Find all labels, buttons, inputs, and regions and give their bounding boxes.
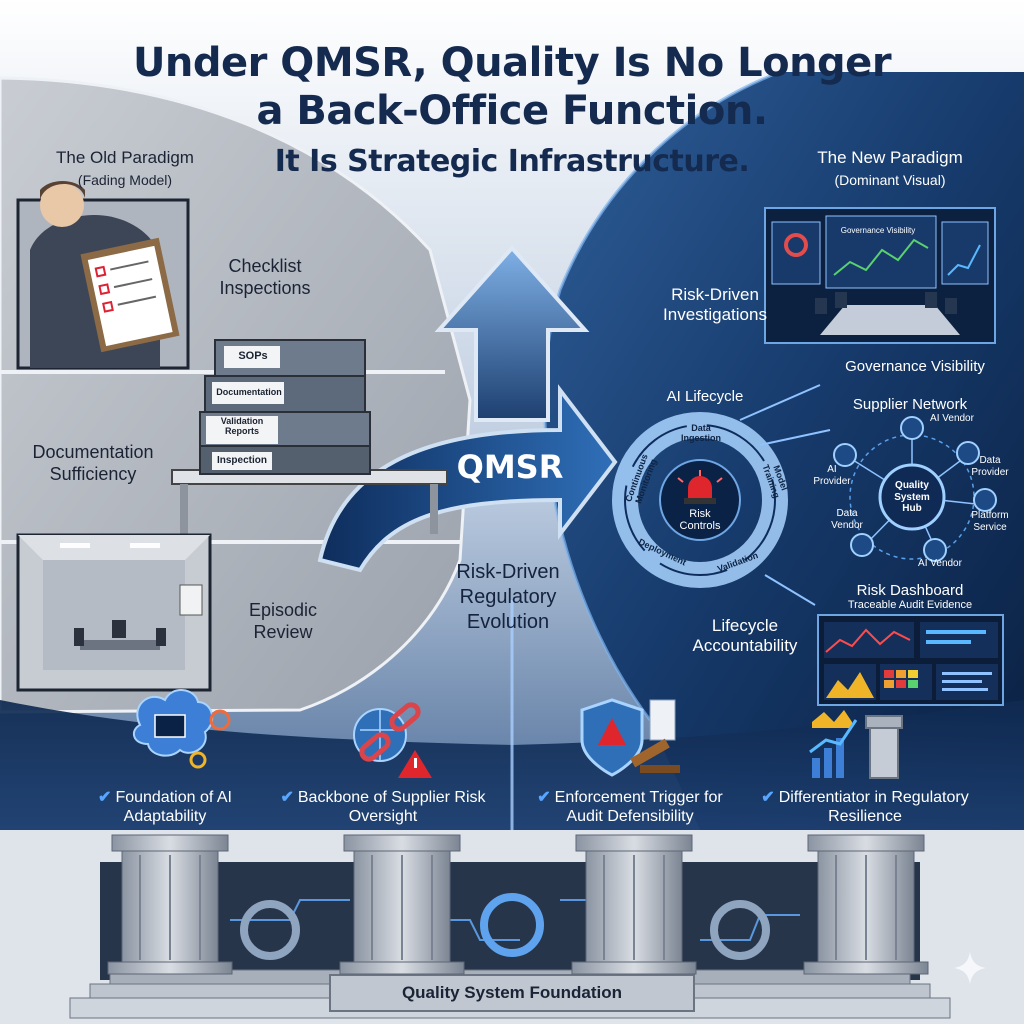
supplier-platform-service: Platform Service [971,510,1009,533]
supplier-data-provider: Data Provider [971,455,1009,478]
supplier-ai-vendor-bottom: AI Vendor [918,558,962,569]
headline-subtitle: It Is Strategic Infrastructure. [274,144,750,179]
new-paradigm-heading: The New Paradigm [817,148,963,167]
binder-label-sops: SOPs [238,350,268,362]
ai-lifecycle-label: AI Lifecycle [666,388,744,405]
risk-controls-label: Risk Controls [679,508,721,533]
traceable-audit-evidence-label: Traceable Audit Evidence [847,599,973,611]
checklist-inspections-label: Checklist Inspections [219,256,311,298]
governance-visibility-label: Governance Visibility [845,358,985,375]
headline-line-2: a Back-Office Function. [256,88,768,134]
screen-governance-label: Governance Visibility [840,226,916,235]
shield-gavel-icon [580,698,680,777]
old-paradigm-subheading: (Fading Model) [77,172,173,188]
supplier-network-label: Supplier Network [852,396,968,413]
risk-driven-evolution-label: Risk-Driven Regulatory Evolution [456,561,560,633]
pillar-caption-audit-defensibility: ✔Enforcement Trigger for Audit Defensibi… [537,789,723,826]
old-paradigm-heading: The Old Paradigm [56,148,194,167]
supplier-ai-vendor-top: AI Vendor [930,413,974,424]
supplier-ai-provider: AI Provider [813,464,851,487]
episodic-review-label: Episodic Review [248,600,318,642]
broken-chain-icon [353,702,432,778]
supplier-data-vendor: Data Vendor [831,508,863,531]
ai-brain-icon [132,689,231,769]
risk-dashboard-label: Risk Dashboard [856,582,964,599]
binder-label-inspection: Inspection [216,455,267,466]
documentation-sufficiency-label: Documentation Sufficiency [32,442,154,484]
new-paradigm-subheading: (Dominant Visual) [834,172,946,188]
sparkle-icon [954,952,986,984]
pillar-caption-regulatory-resilience: ✔Differentiator in Regulatory Resilience [761,789,969,826]
binder-label-validation: Validation Reports [220,416,264,436]
risk-driven-investigations-label: Risk-Driven Investigations [663,285,767,325]
lifecycle-accountability-label: Lifecycle Accountability [692,616,798,656]
cycle-step-data-ingestion: Data Ingestion [681,423,721,443]
qmsr-arrow-label: QMSR [456,448,564,486]
headline-line-1: Under QMSR, Quality Is No Longer [132,40,892,86]
quality-system-foundation-label: Quality System Foundation [401,983,623,1002]
pillar-caption-ai-adaptability: ✔Foundation of AI Adaptability [98,789,232,826]
binder-label-documentation: Documentation [216,387,282,397]
quality-system-hub-label: Quality System Hub [894,480,930,514]
pillar-caption-supplier-risk: ✔Backbone of Supplier Risk Oversight [280,789,486,826]
growth-tower-icon [809,710,903,779]
